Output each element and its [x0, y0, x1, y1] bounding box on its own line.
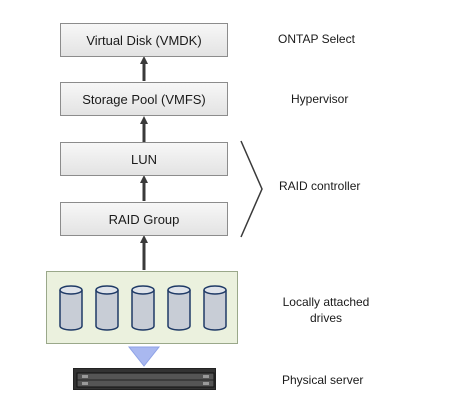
hypervisor-label: Hypervisor	[291, 92, 349, 106]
lun-label: LUN	[130, 151, 157, 167]
drives-panel	[46, 271, 238, 344]
drive-icon	[59, 285, 83, 331]
raid-controller-bracket	[240, 140, 263, 238]
raid-controller-label: RAID controller	[279, 179, 361, 193]
drives-group	[59, 285, 227, 331]
drive-icon	[131, 285, 155, 331]
raid-group-box: RAID Group	[60, 202, 228, 236]
local-drives-line-2: drives	[309, 311, 342, 325]
virtual-disk-box: Virtual Disk (VMDK)	[60, 23, 228, 57]
local-drives-line-1: Locally attached	[282, 295, 370, 309]
local-drives-label: Locally attached drives	[276, 294, 376, 326]
storage-pool-box: Storage Pool (VMFS)	[60, 82, 228, 116]
server-front-panel	[76, 372, 215, 388]
physical-server	[73, 368, 216, 390]
drive-icon	[203, 285, 227, 331]
drive-icon	[95, 285, 119, 331]
raid-group-label: RAID Group	[108, 211, 180, 227]
drive-beam	[127, 346, 161, 367]
drive-icon	[167, 285, 191, 331]
virtual-disk-label: Virtual Disk (VMDK)	[86, 32, 202, 48]
storage-pool-label: Storage Pool (VMFS)	[82, 91, 206, 107]
physical-server-label: Physical server	[282, 373, 364, 387]
lun-box: LUN	[60, 142, 228, 176]
ontap-select-label: ONTAP Select	[278, 32, 355, 46]
